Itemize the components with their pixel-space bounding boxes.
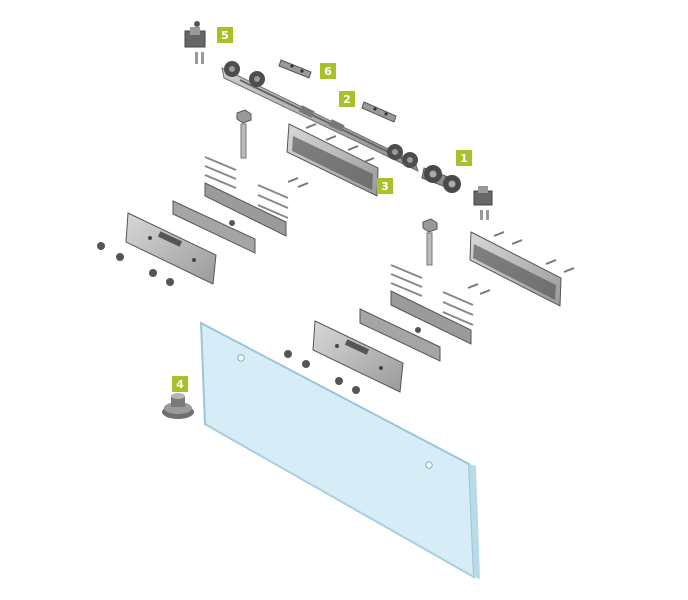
callout-6: 6: [320, 63, 336, 79]
floor-guide: [162, 393, 194, 419]
roller-carriage-1: [421, 165, 461, 193]
stopper-small-right: [361, 101, 397, 123]
callout-4-label: 4: [176, 378, 184, 391]
hanger-bolt-right: [422, 218, 438, 266]
callout-6-label: 6: [324, 65, 332, 78]
hanger-bolt-left: [236, 109, 252, 159]
gasket-strip-right-lower: [359, 308, 441, 362]
nuts-right: [284, 327, 421, 394]
rods-left: [204, 156, 289, 219]
track-rail: [221, 67, 419, 172]
glass-panel: [199, 321, 480, 579]
callout-3: 3: [377, 178, 393, 194]
nuts-left: [97, 220, 235, 286]
roller-carriage-right-on-rail: [387, 144, 418, 168]
callout-1-label: 1: [460, 152, 468, 165]
callout-5-label: 5: [221, 29, 229, 42]
callout-2: 2: [339, 91, 355, 107]
clamp-body-right: [312, 320, 404, 393]
screws-upper: [287, 123, 375, 188]
gasket-strip-right-upper: [390, 290, 472, 345]
screws-right: [467, 231, 575, 295]
gasket-strip-left-upper: [204, 182, 287, 237]
end-bumper-left: [184, 21, 206, 64]
callout-5: 5: [217, 27, 233, 43]
gasket-strip-left-lower: [172, 200, 256, 254]
callout-3-label: 3: [381, 180, 389, 193]
clamp-body-upper-left: [286, 123, 379, 197]
end-bumper-right: [473, 186, 493, 220]
callout-4: 4: [172, 376, 188, 392]
stopper-small-left: [278, 59, 312, 79]
callout-1: 1: [456, 150, 472, 166]
clamp-body-left: [125, 212, 217, 285]
glass-hole-left: [237, 354, 245, 362]
glass-hole-right: [425, 461, 433, 469]
rods-right: [390, 264, 474, 326]
clamp-body-upper-right: [469, 231, 562, 307]
roller-carriage-left: [224, 61, 265, 87]
callout-2-label: 2: [343, 93, 351, 106]
